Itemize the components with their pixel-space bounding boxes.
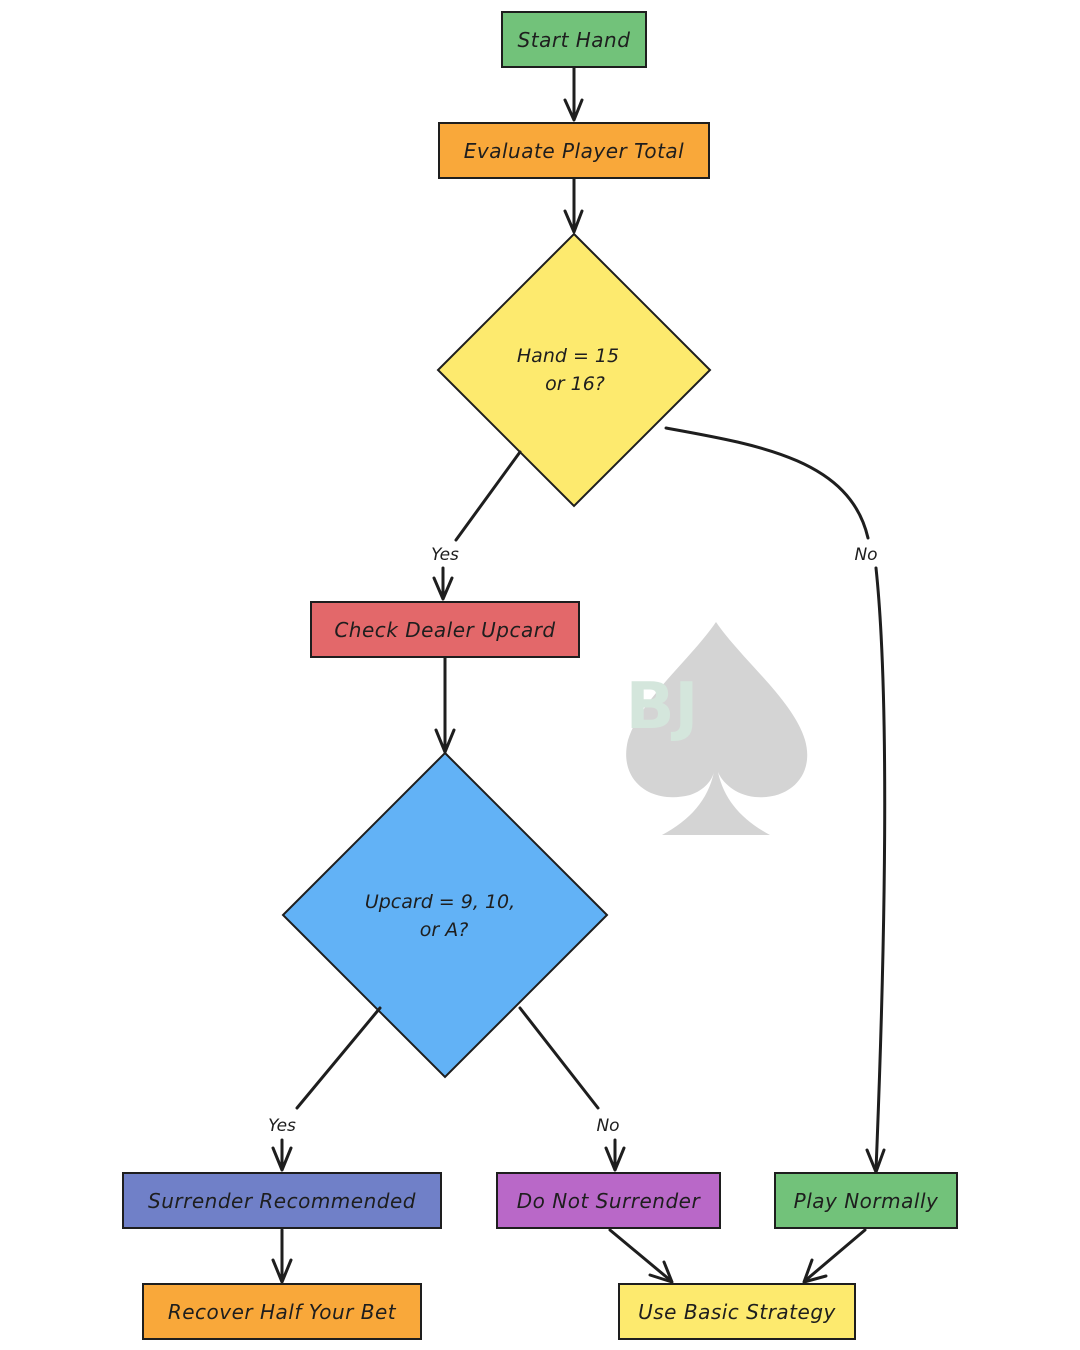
use-basic-strategy-label: Use Basic Strategy [638,1299,836,1324]
edge-label-hand-yes: Yes [431,545,459,565]
hand-decision-diamond[interactable] [436,232,712,508]
hand-decision-line2: or 16? [545,373,605,395]
upcard-decision-diamond[interactable] [281,751,609,1079]
arrowhead [802,1258,828,1284]
do-not-surrender-box[interactable]: Do Not Surrender [496,1172,721,1229]
edge-hand-no [664,426,870,540]
edge-donot-basic [608,1228,672,1282]
edge-upcard-yes [295,1006,382,1110]
edge-play-basic [804,1228,867,1282]
watermark-text: BJ [626,670,699,744]
upcard-decision-line1: Upcard = 9, 10, [365,891,515,913]
arrowhead [563,209,584,234]
edge-upcard-no [518,1006,600,1110]
play-normally-box[interactable]: Play Normally [774,1172,958,1229]
surrender-recommended-label: Surrender Recommended [148,1188,416,1213]
edge-label-upcard-yes: Yes [268,1116,296,1136]
start-hand-box[interactable]: Start Hand [501,11,647,68]
use-basic-strategy-box[interactable]: Use Basic Strategy [618,1283,856,1340]
surrender-recommended-box[interactable]: Surrender Recommended [122,1172,442,1229]
hand-decision-line1: Hand = 15 [517,345,619,367]
recover-half-bet-box[interactable]: Recover Half Your Bet [142,1283,422,1340]
edge-hand-yes [454,450,522,542]
check-dealer-upcard-label: Check Dealer Upcard [334,617,556,642]
arrowhead [648,1260,674,1284]
arrowhead [271,1146,293,1172]
arrowhead [563,98,584,122]
check-dealer-upcard-box[interactable]: Check Dealer Upcard [310,601,580,658]
play-normally-label: Play Normally [793,1188,939,1213]
edge-label-upcard-no: No [596,1116,619,1136]
arrowhead [432,576,454,601]
start-hand-label: Start Hand [517,27,631,52]
upcard-decision-line2: or A? [420,919,469,941]
edge-hand-no-tail [874,566,887,1172]
evaluate-player-total-box[interactable]: Evaluate Player Total [438,122,710,179]
evaluate-player-total-label: Evaluate Player Total [463,138,685,163]
recover-half-bet-label: Recover Half Your Bet [167,1299,397,1324]
spade-shape [626,622,808,835]
arrowhead [604,1146,626,1172]
spade-watermark-icon: BJ [626,622,808,835]
arrowhead [271,1258,293,1284]
arrowhead [434,728,456,754]
edges [271,66,887,1284]
edge-label-hand-no: No [854,545,877,565]
do-not-surrender-label: Do Not Surrender [516,1188,701,1213]
